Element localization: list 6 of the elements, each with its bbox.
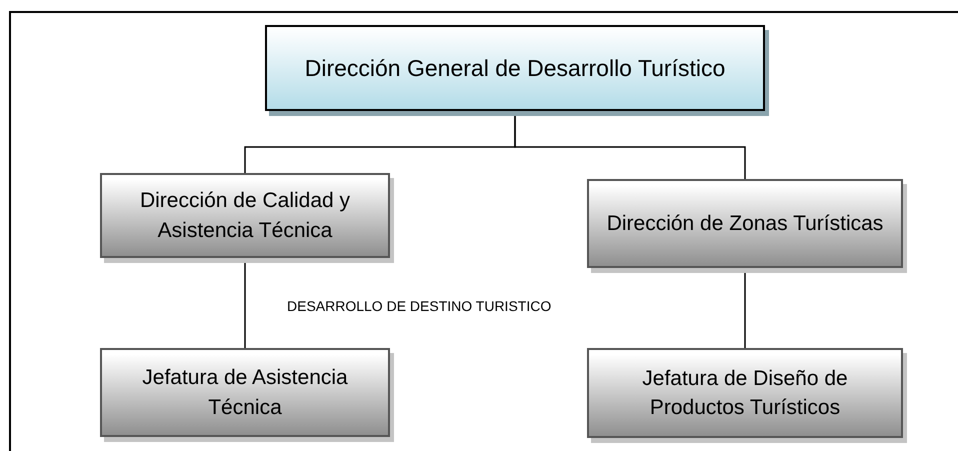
box-title: Dirección General de Desarrollo Turístico: [304, 54, 726, 83]
section-label: DESARROLLO DE DESTINO TURISTICO: [287, 298, 552, 314]
box-title: Dirección de Zonas Turísticas: [606, 210, 884, 237]
box-title: Jefatura de Asistencia Técnica: [141, 365, 349, 420]
box-title: Dirección de Calidad y Asistencia Técnica: [138, 188, 352, 244]
box-title: Jefatura de Diseño de Productos Turísticos: [641, 366, 849, 421]
